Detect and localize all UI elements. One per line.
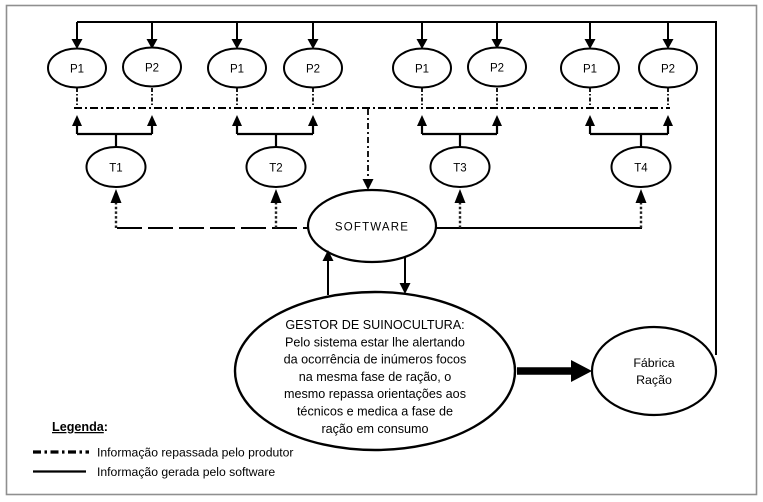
technician-branch-t1 [72,115,157,149]
technician-label: T4 [634,163,648,175]
fabrica-node: Fábrica Ração [590,325,718,417]
gestor-text-line: mesmo repassa orientações aos [284,387,466,401]
supply-arrow-p2a [146,22,158,49]
technician-label: T2 [269,163,282,175]
technician-nodes: T1 T2 T3 T4 [85,146,672,188]
supply-arrow-p2d [662,22,674,49]
technician-branch-t4 [585,115,673,149]
producer-node: P2 [283,47,343,89]
legend-item-label: Informação gerada pelo software [97,465,275,479]
producer-label: P1 [230,64,244,76]
riser-t1 [110,189,122,228]
producer-feedback-line [74,88,670,190]
producer-node: P2 [122,46,182,88]
riser-t4 [635,189,647,228]
technician-label: T3 [453,163,466,175]
legend: Legenda: Informação repassada pelo produ… [33,420,293,479]
legend-title: Legenda: [52,420,108,434]
fabrica-supply-line [71,21,717,355]
gestor-text-line: ração em consumo [321,422,428,436]
supply-trunk-line [77,21,717,355]
legend-item-label: Informação repassada pelo produtor [97,446,293,460]
technician-branch-t2 [232,115,318,149]
technician-node: T1 [85,146,147,188]
producer-node: P2 [467,46,527,88]
fabrica-label-line: Ração [636,373,672,387]
gestor-fabrica-arrow [517,360,592,382]
technician-branches [72,115,673,149]
feedback-to-software-arrowhead [362,179,374,190]
legend-title-word: Legenda [52,420,105,434]
producer-node: P1 [47,47,107,89]
producer-node: P1 [560,47,620,89]
software-gestor-arrows [322,250,411,295]
software-node: SOFTWARE [306,188,438,264]
producer-label: P1 [415,64,429,76]
fabrica-label-line: Fábrica [633,356,674,370]
technician-node: T2 [245,146,307,188]
producer-label: P2 [306,64,320,76]
producer-label: P1 [583,64,597,76]
producer-node: P1 [392,47,452,89]
technician-label: T1 [109,163,122,175]
gestor-text-line: da ocorrência de inúmeros focos [284,353,467,367]
producer-label: P2 [490,63,504,75]
software-to-gestor-arrow [399,257,411,294]
gestor-text-line: na mesma fase de ração, o [299,370,452,384]
legend-title-colon: : [104,420,108,434]
supply-arrow-p1d [584,22,596,49]
technician-node: T3 [429,146,491,188]
gestor-node: GESTOR DE SUINOCULTURA: Pelo sistema est… [233,290,517,452]
producer-nodes: P1 P2 P1 P2 P1 P2 P1 P2 [47,46,698,89]
gestor-to-software-arrow [322,250,334,295]
riser-t2 [270,189,282,228]
gestor-text-line: GESTOR DE SUINOCULTURA: [285,318,464,332]
producer-node: P1 [207,47,267,89]
gestor-text-line: Pelo sistema estar lhe alertando [285,335,465,349]
technician-branch-t3 [417,115,502,149]
supply-arrow-p1a [71,22,83,49]
producer-node: P2 [638,47,698,89]
supply-arrow-p2c [491,22,503,49]
producer-label: P1 [70,64,84,76]
riser-t3 [454,189,466,228]
producer-label: P2 [661,64,675,76]
software-distribution-line [110,189,647,229]
supply-arrow-p2b [307,22,319,49]
software-label: SOFTWARE [335,222,409,234]
supply-arrow-p1c [416,22,428,49]
producer-label: P2 [145,63,159,75]
supply-arrow-p1b [231,22,243,49]
technician-node: T4 [610,146,672,188]
outer-frame [5,4,758,496]
gestor-text-line: técnicos e medica a fase de [297,405,453,419]
